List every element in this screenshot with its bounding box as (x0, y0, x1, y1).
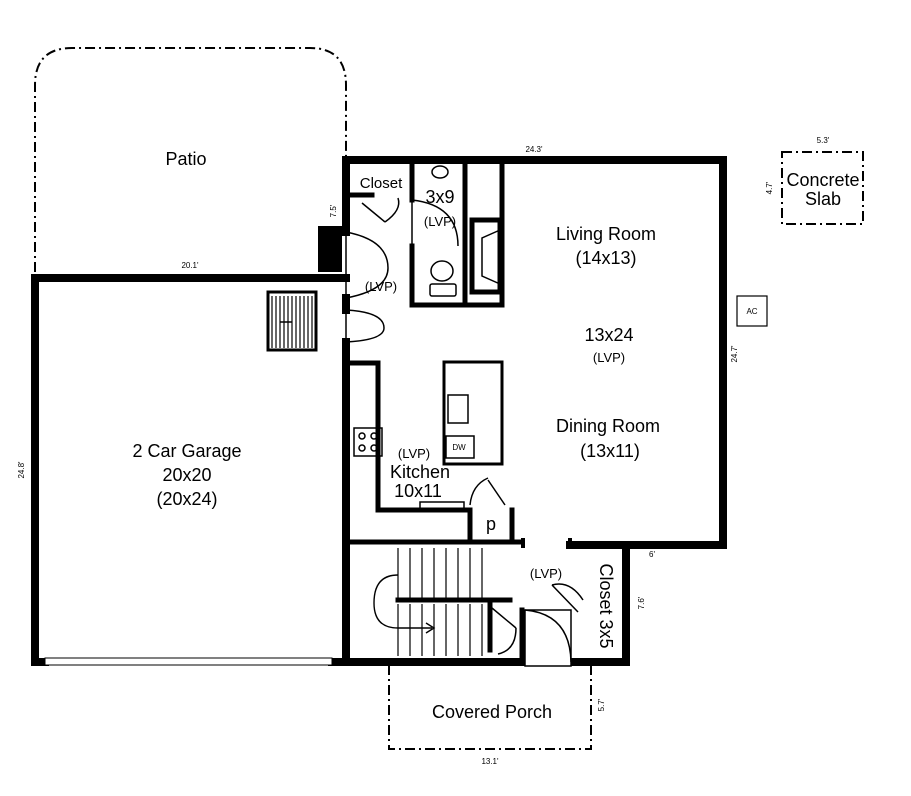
closet-3x5-label: Closet 3x5 (596, 563, 616, 648)
concrete-slab-outline (781, 151, 864, 225)
dim-garage-depth: 24.8' (17, 461, 26, 479)
bath-size-label: 3x9 (425, 187, 454, 207)
garage-size-alt: (20x24) (156, 489, 217, 509)
door-jamb (568, 538, 572, 548)
exterior-walls (31, 156, 727, 666)
dim-slab-height: 4.7' (765, 181, 774, 194)
dim-house-depth: 24.7' (730, 345, 739, 363)
kitchen-sink-icon (447, 394, 469, 424)
dim-closet-depth: 6' (649, 550, 655, 559)
main-staircase (373, 548, 483, 656)
kitchen-size: 10x11 (394, 481, 442, 501)
dining-room-label: Dining Room (556, 416, 660, 436)
garage-size: 20x20 (162, 465, 211, 485)
covered-porch-label: Covered Porch (432, 702, 552, 722)
patio-outline (34, 47, 347, 272)
wall-column (318, 226, 342, 272)
kitchen-island (442, 360, 504, 466)
doors (345, 197, 584, 667)
dim-house-width: 24.3' (525, 145, 543, 154)
door-jamb (521, 538, 525, 548)
toilet-icon (429, 260, 457, 297)
bath-floor-label: (LVP) (424, 214, 456, 229)
dim-closet-height: 7.6' (637, 596, 646, 609)
ac-label: AC (746, 307, 757, 316)
dining-room-size: (13x11) (580, 441, 640, 461)
dim-garage-width: 20.1' (181, 261, 199, 270)
garage-steps (266, 290, 318, 352)
living-room-size: (14x13) (575, 248, 636, 268)
concrete-slab-label-1: Concrete (786, 170, 859, 190)
dim-porch-width: 13.1' (481, 757, 499, 766)
kitchen-counter (419, 501, 465, 511)
kitchen-floor-label: (LVP) (398, 446, 430, 461)
entry-floor-label: (LVP) (530, 566, 562, 581)
living-room-label: Living Room (556, 224, 656, 244)
garage-label: 2 Car Garage (132, 441, 241, 461)
dim-porch-depth: 5.7' (597, 698, 606, 711)
kitchen-label: Kitchen (390, 462, 450, 482)
covered-porch-outline (388, 665, 592, 750)
concrete-slab-label-2: Slab (805, 189, 841, 209)
dishwasher-label: DW (452, 443, 466, 452)
dim-slab-width: 5.3' (817, 136, 830, 145)
ac-unit (736, 295, 768, 327)
great-room-floor: (LVP) (593, 350, 625, 365)
interior-walls (343, 157, 525, 665)
closet-label: Closet (360, 175, 403, 192)
garage-door (44, 657, 333, 666)
stove-icon (353, 427, 383, 457)
patio-label: Patio (165, 149, 206, 169)
bath-sink-icon (431, 165, 449, 179)
pantry-label: p (486, 514, 496, 534)
back-entry-floor-label: (LVP) (365, 279, 397, 294)
great-room-size: 13x24 (584, 325, 633, 345)
dim-entry-height: 7.5' (329, 204, 338, 217)
dishwasher-icon (445, 435, 475, 459)
fireplace-icon (481, 229, 501, 285)
